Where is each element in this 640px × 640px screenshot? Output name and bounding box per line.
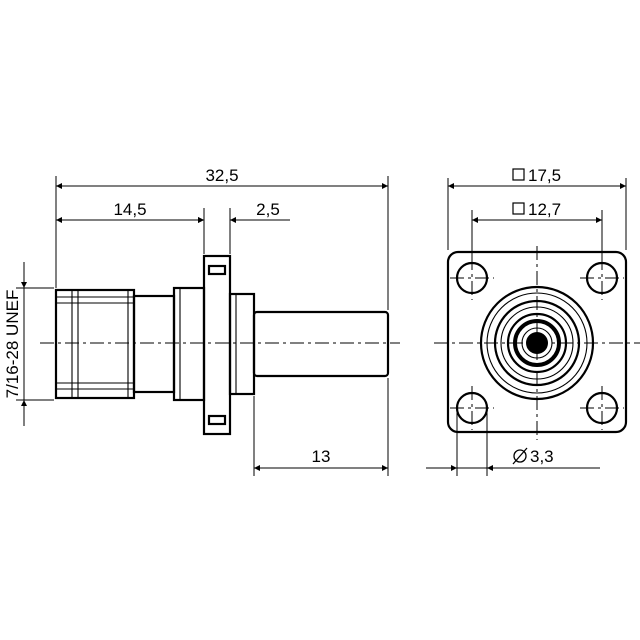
label-hole-pitch: 12,7 xyxy=(528,200,561,219)
dim-hole-pitch: 12,7 xyxy=(472,200,602,223)
front-view: 17,5 12,7 3,3 xyxy=(426,166,640,476)
dim-thread: 7/16-28 UNEF xyxy=(3,262,27,426)
label-thread: 7/16-28 UNEF xyxy=(3,290,22,399)
dim-rear-pin-length: 13 xyxy=(254,447,388,471)
label-flange-thickness: 2,5 xyxy=(256,200,280,219)
flange-side xyxy=(202,254,256,436)
coupling-nut xyxy=(54,288,136,400)
dim-hole-diameter: 3,3 xyxy=(426,447,600,471)
connector-body xyxy=(132,286,206,402)
square-symbol-icon xyxy=(512,168,525,181)
extension-lines xyxy=(16,176,389,476)
dim-overall-length: 32,5 xyxy=(56,166,388,189)
square-symbol-icon xyxy=(512,202,525,215)
label-overall-length: 32,5 xyxy=(205,166,238,185)
connector-face xyxy=(479,285,595,401)
label-rear-pin-length: 13 xyxy=(312,447,331,466)
diameter-symbol-icon xyxy=(512,447,528,465)
mounting-holes xyxy=(450,256,624,430)
dim-front-length: 14,5 xyxy=(56,200,204,223)
label-front-length: 14,5 xyxy=(113,200,146,219)
dim-flange-square: 17,5 xyxy=(448,166,626,189)
rear-pin xyxy=(252,310,390,378)
side-view: 32,5 14,5 2,5 7/16-28 UNEF 13 xyxy=(3,166,400,476)
label-hole-diameter: 3,3 xyxy=(530,447,554,466)
label-flange-square: 17,5 xyxy=(528,166,561,185)
dim-flange-thickness: 2,5 xyxy=(186,200,290,223)
